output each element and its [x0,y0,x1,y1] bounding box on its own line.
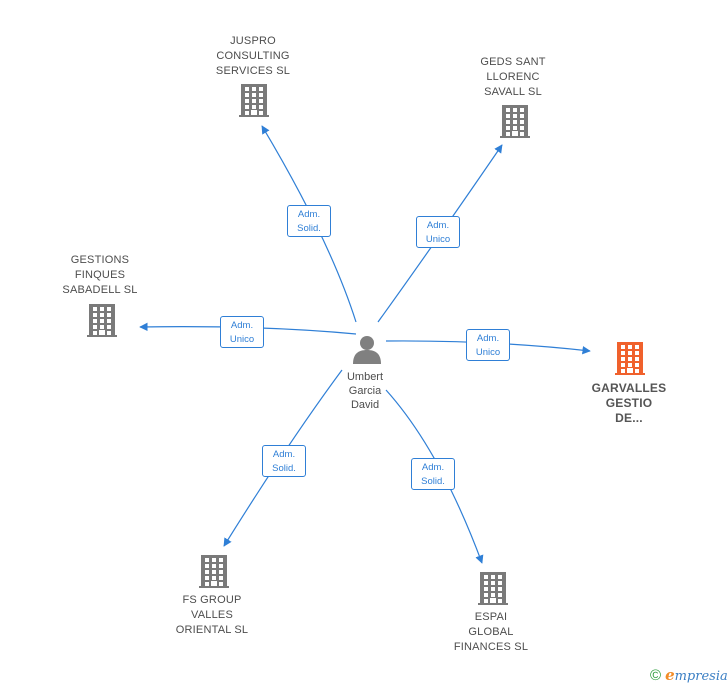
relation-badge-geds: Adm.Unico [416,216,460,248]
building-icon-gestions[interactable] [87,304,117,337]
building-icon-geds[interactable] [500,105,530,138]
relation-badge-fsgroup: Adm.Solid. [262,445,306,477]
relation-badge-juspro: Adm.Solid. [287,205,331,237]
building-icon-garvalles[interactable] [615,342,645,375]
relation-badge-gestions: Adm.Unico [220,316,264,348]
building-icon-juspro[interactable] [239,84,269,117]
relation-badge-garvalles: Adm.Unico [466,329,510,361]
person-icon [353,336,381,364]
brand-logo: empresia [665,666,728,684]
relation-badge-espai: Adm.Solid. [411,458,455,490]
building-icon-fsgroup[interactable] [199,555,229,588]
copyright-icon: © [650,667,662,684]
footer-brand: ©empresia [650,666,728,684]
building-icon-espai[interactable] [478,572,508,605]
